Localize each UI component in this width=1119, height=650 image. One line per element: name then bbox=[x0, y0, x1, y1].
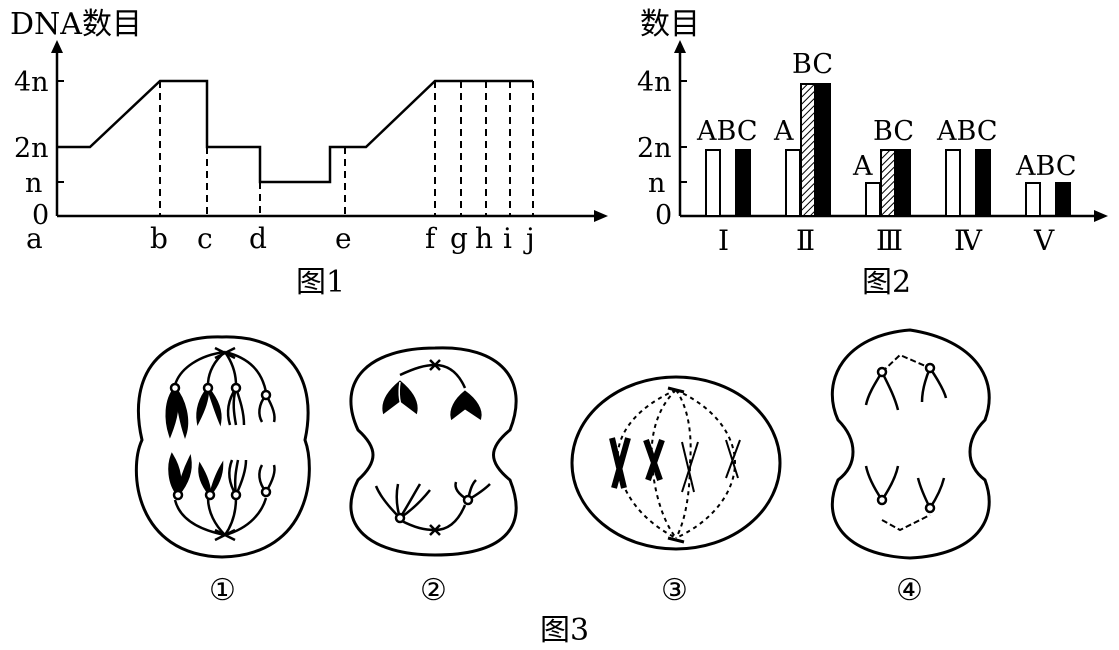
fig2-y-axis-arrow-icon bbox=[674, 40, 686, 53]
fig2-bar-3-C bbox=[895, 149, 911, 217]
fig2-y-tick-n: n bbox=[648, 168, 665, 199]
fig1-x-tick-h: h bbox=[475, 222, 493, 255]
fig2-group2-top-label: BC bbox=[792, 49, 833, 80]
fig2-y-axis-label: 数目 bbox=[640, 7, 700, 42]
fig1-x-tick-j: j bbox=[523, 222, 535, 255]
fig2-bar-5-A bbox=[1025, 182, 1041, 217]
cell-1-label: ① bbox=[209, 573, 236, 608]
fig2-group4-top-label: ABC bbox=[936, 116, 998, 147]
fig2-bar-4-A bbox=[945, 149, 961, 217]
fig2-bar-2-C bbox=[815, 83, 831, 217]
fig2-group4-label: Ⅳ bbox=[954, 224, 983, 257]
fig2-group3-label: Ⅲ bbox=[876, 224, 903, 257]
fig2-y-tick-2n: 2n bbox=[637, 133, 672, 164]
fig2-bar-1-C bbox=[735, 149, 751, 217]
cell-2-label: ② bbox=[420, 573, 447, 608]
fig2-x-axis-arrow-icon bbox=[1094, 210, 1108, 222]
fig2-bar-chart: 数目 4n 2n n 0 ABC BC A BC A ABC ABC Ⅰ Ⅱ Ⅲ… bbox=[637, 7, 1108, 300]
cell-4-label: ④ bbox=[896, 573, 923, 608]
fig2-y-tick-0: 0 bbox=[655, 200, 672, 231]
fig1-line-graph: DNA数目 4n 2n n 0 a b c d e f g h bbox=[10, 7, 608, 300]
fig2-bar-3-A bbox=[865, 182, 881, 217]
fig2-bar-2-A bbox=[785, 149, 801, 217]
fig2-group2-a-label: A bbox=[773, 116, 794, 147]
fig3-cell-diagrams bbox=[134, 328, 991, 560]
fig2-bar-4-C bbox=[975, 149, 991, 217]
fig2-group2-label: Ⅱ bbox=[796, 224, 815, 257]
fig2-bar-1-A bbox=[705, 149, 721, 217]
cell-3 bbox=[570, 375, 782, 551]
fig2-bar-3-B bbox=[880, 149, 896, 217]
fig1-y-tick-n: n bbox=[25, 168, 42, 199]
fig1-y-tick-2n: 2n bbox=[14, 133, 49, 164]
fig2-bar-2-B bbox=[800, 83, 816, 217]
fig1-x-tick-e: e bbox=[335, 222, 352, 255]
fig1-y-axis-arrow-icon bbox=[51, 40, 63, 53]
fig2-group5-top-label: ABC bbox=[1015, 151, 1077, 182]
fig1-y-axis-label: DNA数目 bbox=[10, 7, 142, 42]
cell-1 bbox=[134, 335, 311, 559]
fig2-group3-top-label: BC bbox=[873, 116, 914, 147]
fig1-x-tick-a: a bbox=[26, 222, 43, 255]
fig2-group1-label: Ⅰ bbox=[718, 224, 729, 257]
fig1-y-tick-0: 0 bbox=[32, 200, 49, 231]
fig1-x-tick-d: d bbox=[249, 222, 267, 255]
fig2-bars bbox=[705, 83, 1071, 217]
fig2-caption: 图2 bbox=[862, 265, 911, 300]
fig1-x-tick-f: f bbox=[425, 222, 438, 255]
fig1-x-tick-g: g bbox=[450, 222, 468, 255]
fig1-y-tick-4n: 4n bbox=[14, 67, 49, 98]
fig2-group1-top-label: ABC bbox=[696, 116, 758, 147]
fig2-y-tick-4n: 4n bbox=[637, 67, 672, 98]
fig1-x-tick-i: i bbox=[503, 222, 512, 255]
fig1-x-axis-arrow-icon bbox=[594, 210, 608, 222]
fig1-dna-curve bbox=[57, 79, 533, 184]
fig2-bar-5-C bbox=[1055, 182, 1071, 217]
fig1-caption: 图1 bbox=[296, 265, 345, 300]
fig2-group5-label: Ⅴ bbox=[1033, 224, 1055, 257]
cell-3-label: ③ bbox=[661, 573, 688, 608]
fig1-x-tick-c: c bbox=[197, 222, 213, 255]
cell-4 bbox=[830, 328, 991, 560]
fig1-droplines bbox=[159, 81, 534, 216]
fig3-caption: 图3 bbox=[540, 613, 589, 648]
fig2-group3-a-label: A bbox=[852, 151, 873, 182]
fig1-x-tick-b: b bbox=[150, 222, 168, 255]
cell-2 bbox=[349, 346, 518, 557]
